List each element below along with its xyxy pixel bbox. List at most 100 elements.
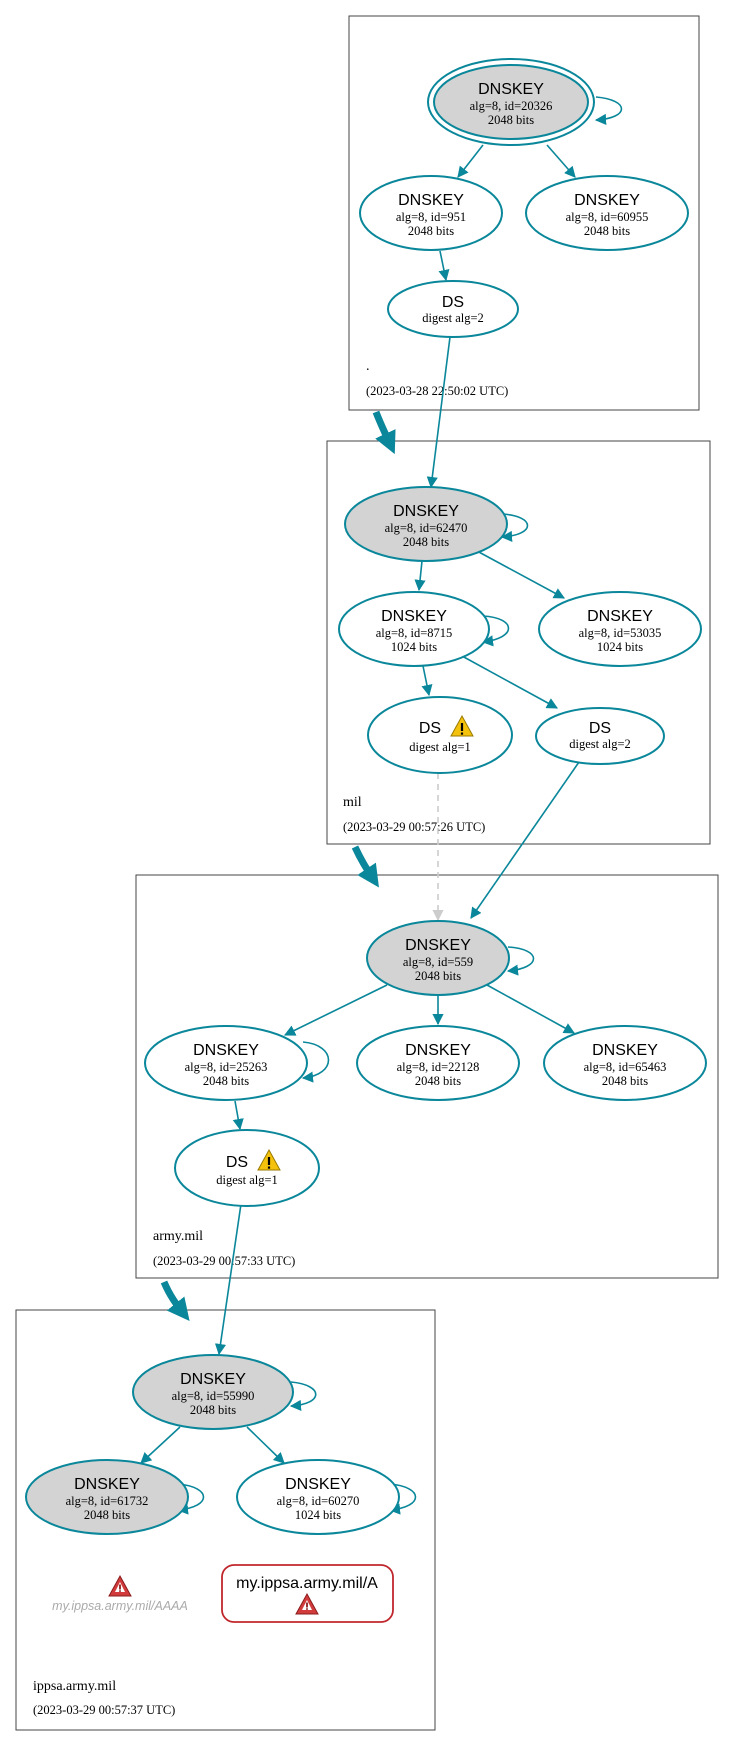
node-title: DNSKEY: [180, 1371, 246, 1388]
zone-ippsa-timestamp: (2023-03-29 00:57:37 UTC): [33, 1703, 175, 1717]
node-title: DNSKEY: [74, 1476, 140, 1493]
node-bits: 1024 bits: [295, 1508, 341, 1522]
edge-self-8715: [481, 615, 510, 647]
edge-8715-ds1: [421, 665, 433, 697]
node-ellipse: [174, 1129, 320, 1207]
node-dnskey-55990[interactable]: DNSKEY alg=8, id=55990 2048 bits: [132, 1354, 294, 1430]
edge-self-55990: [289, 1381, 317, 1411]
node-detail: digest alg=1: [216, 1173, 278, 1187]
node-detail: digest alg=1: [409, 740, 471, 754]
zone-root-timestamp: (2023-03-28 22:50:02 UTC): [366, 384, 508, 398]
ksk-outer-ring: [427, 58, 595, 146]
node-title: DNSKEY: [405, 937, 471, 954]
node-bits: 2048 bits: [408, 224, 454, 238]
error-icon: [108, 1574, 132, 1597]
edge-62470-53035: [476, 550, 565, 599]
node-title: DS: [442, 294, 464, 311]
node-detail: alg=8, id=55990: [172, 1389, 255, 1403]
node-title: DNSKEY: [381, 608, 447, 625]
node-dnskey-559[interactable]: DNSKEY alg=8, id=559 2048 bits: [366, 920, 510, 996]
node-dnskey-65463[interactable]: DNSKEY alg=8, id=65463 2048 bits: [543, 1025, 707, 1101]
node-ds-root[interactable]: DS digest alg=2: [387, 280, 519, 338]
node-title: DNSKEY: [478, 81, 544, 98]
rrset-label: my.ippsa.army.mil/A: [236, 1575, 378, 1592]
node-detail: alg=8, id=60955: [566, 210, 649, 224]
node-title: DNSKEY: [405, 1042, 471, 1059]
node-ds-mil-alg2[interactable]: DS digest alg=2: [535, 707, 665, 765]
node-detail: alg=8, id=8715: [376, 626, 453, 640]
delegation-arrow-mil-army: [351, 845, 379, 888]
node-dnskey-22128[interactable]: DNSKEY alg=8, id=22128 2048 bits: [356, 1025, 520, 1101]
zone-mil-timestamp: (2023-03-29 00:57:26 UTC): [343, 820, 485, 834]
node-bits: 2048 bits: [203, 1074, 249, 1088]
node-ds-army-mil[interactable]: DS digest alg=1: [174, 1129, 320, 1207]
node-ellipse: [25, 1459, 189, 1535]
node-detail: alg=8, id=20326: [470, 99, 553, 113]
zone-army-mil: army.mil (2023-03-29 00:57:33 UTC): [135, 874, 719, 1279]
node-bits: 2048 bits: [488, 113, 534, 127]
node-dnskey-62470[interactable]: DNSKEY alg=8, id=62470 2048 bits: [344, 486, 508, 562]
node-bits: 2048 bits: [84, 1508, 130, 1522]
node-detail: alg=8, id=65463: [584, 1060, 667, 1074]
delegation-arrow-army-ippsa: [160, 1280, 190, 1321]
node-dnskey-20326[interactable]: DNSKEY alg=8, id=20326 2048 bits: [427, 58, 595, 146]
edge-20326-60955: [546, 144, 576, 178]
zone-army-mil-box: [135, 874, 719, 1279]
warning-icon: [450, 714, 474, 737]
node-ellipse: [538, 591, 702, 667]
rrset-label: my.ippsa.army.mil/AAAA: [52, 1599, 188, 1613]
node-dnskey-8715[interactable]: DNSKEY alg=8, id=8715 1024 bits: [338, 591, 490, 667]
node-title: DNSKEY: [587, 608, 653, 625]
node-title: DNSKEY: [393, 503, 459, 520]
node-detail: alg=8, id=559: [403, 955, 473, 969]
error-icon: [295, 1592, 319, 1615]
delegation-arrows: [160, 410, 396, 1321]
node-ellipse: [236, 1459, 400, 1535]
node-detail: alg=8, id=62470: [385, 521, 468, 535]
node-detail: alg=8, id=53035: [579, 626, 662, 640]
zone-root-box: [348, 15, 700, 411]
node-bits: 2048 bits: [584, 224, 630, 238]
edge-8715-ds2: [461, 655, 558, 709]
node-dnskey-61732[interactable]: DNSKEY alg=8, id=61732 2048 bits: [25, 1459, 189, 1535]
node-title: DS: [419, 720, 441, 737]
node-title: DNSKEY: [592, 1042, 658, 1059]
node-title: DS: [589, 720, 611, 737]
node-dnskey-951[interactable]: DNSKEY alg=8, id=951 2048 bits: [359, 175, 503, 251]
rrset-a[interactable]: my.ippsa.army.mil/A: [221, 1564, 394, 1623]
node-ellipse: [366, 920, 510, 996]
edge-self-25263: [301, 1041, 330, 1083]
node-bits: 2048 bits: [415, 1074, 461, 1088]
node-dnskey-25263[interactable]: DNSKEY alg=8, id=25263 2048 bits: [144, 1025, 308, 1101]
node-dnskey-53035[interactable]: DNSKEY alg=8, id=53035 1024 bits: [538, 591, 702, 667]
node-ds-mil-alg1[interactable]: DS digest alg=1: [367, 696, 513, 774]
edge-self-20326: [594, 96, 623, 125]
edge-62470-8715: [414, 560, 426, 592]
node-title: DNSKEY: [193, 1042, 259, 1059]
zone-mil-box: [326, 440, 711, 845]
node-title: DNSKEY: [398, 192, 464, 209]
node-detail: alg=8, id=25263: [185, 1060, 268, 1074]
node-dnskey-60955[interactable]: DNSKEY alg=8, id=60955 2048 bits: [525, 175, 689, 251]
edge-951-ds: [438, 250, 450, 282]
rrset-aaaa[interactable]: my.ippsa.army.mil/AAAA: [52, 1574, 188, 1613]
node-ellipse: [525, 175, 689, 251]
rrset-box: [221, 1564, 394, 1623]
node-detail: digest alg=2: [422, 311, 484, 325]
node-ellipse: [433, 64, 589, 140]
node-detail: digest alg=2: [569, 737, 631, 751]
edge-55990-60270: [246, 1426, 285, 1464]
edge-ds2-559: [470, 761, 580, 919]
edge-self-62470: [500, 513, 529, 542]
node-bits: 2048 bits: [190, 1403, 236, 1417]
node-detail: alg=8, id=61732: [66, 1494, 149, 1508]
zone-mil-name: mil: [343, 795, 362, 810]
node-ellipse: [356, 1025, 520, 1101]
node-title: DNSKEY: [285, 1476, 351, 1493]
edges: [140, 96, 623, 1515]
edge-rootds-62470: [426, 336, 451, 489]
zone-root-name: .: [366, 359, 370, 374]
node-dnskey-60270[interactable]: DNSKEY alg=8, id=60270 1024 bits: [236, 1459, 400, 1535]
delegation-arrow-root-mil: [372, 410, 396, 455]
